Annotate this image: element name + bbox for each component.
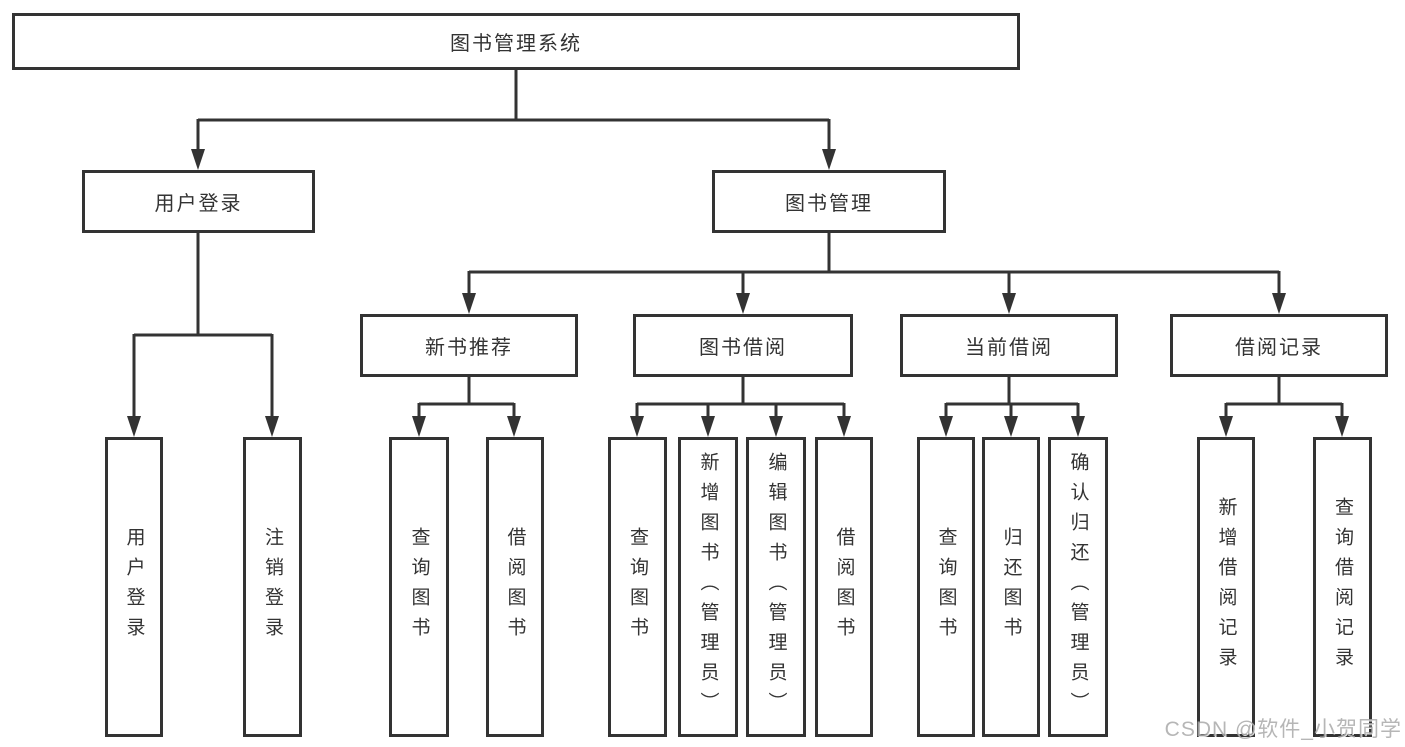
leaf-query-books-recommend: 查询图书 xyxy=(389,437,449,737)
leaf-add-borrow-record: 新增借阅记录 xyxy=(1197,437,1255,737)
node-new-book-recommend: 新书推荐 xyxy=(360,314,578,377)
leaf-label: 归还图书 xyxy=(1000,527,1022,647)
leaf-label: 新增借阅记录 xyxy=(1215,497,1237,677)
node-borrow-records: 借阅记录 xyxy=(1170,314,1388,377)
node-library-management-system: 图书管理系统 xyxy=(12,13,1020,70)
leaf-label: 借阅图书 xyxy=(833,527,855,647)
leaf-borrow-books-recommend: 借阅图书 xyxy=(486,437,544,737)
leaf-label: 编辑图书（管理员） xyxy=(765,452,787,722)
leaf-label: 查询借阅记录 xyxy=(1332,497,1353,677)
leaf-return-books: 归还图书 xyxy=(982,437,1040,737)
leaf-label: 查询图书 xyxy=(408,527,430,647)
node-label: 新书推荐 xyxy=(425,337,513,359)
node-label: 当前借阅 xyxy=(965,337,1053,359)
leaf-query-books-borrow: 查询图书 xyxy=(608,437,667,737)
leaf-label: 注销登录 xyxy=(262,527,283,647)
leaf-user-login: 用户登录 xyxy=(105,437,163,737)
leaf-label: 查询图书 xyxy=(627,527,648,647)
leaf-logout: 注销登录 xyxy=(243,437,302,737)
node-current-borrow: 当前借阅 xyxy=(900,314,1118,377)
leaf-label: 确认归还（管理员） xyxy=(1067,452,1089,722)
leaf-label: 借阅图书 xyxy=(504,527,526,647)
node-book-management: 图书管理 xyxy=(712,170,946,233)
leaf-label: 查询图书 xyxy=(935,527,957,647)
csdn-watermark: CSDN @软件_小贺同学 xyxy=(1164,718,1402,741)
leaf-confirm-return-admin: 确认归还（管理员） xyxy=(1048,437,1108,737)
leaf-query-books-current: 查询图书 xyxy=(917,437,975,737)
leaf-add-books-admin: 新增图书（管理员） xyxy=(678,437,738,737)
node-label: 借阅记录 xyxy=(1235,337,1323,359)
leaf-query-borrow-record: 查询借阅记录 xyxy=(1313,437,1372,737)
node-user-login-group: 用户登录 xyxy=(82,170,315,233)
node-label: 图书管理 xyxy=(785,193,873,215)
leaf-borrow-books: 借阅图书 xyxy=(815,437,873,737)
leaf-label: 新增图书（管理员） xyxy=(697,452,719,722)
node-label: 用户登录 xyxy=(154,193,243,215)
node-label: 图书管理系统 xyxy=(450,33,582,55)
node-label: 图书借阅 xyxy=(699,337,787,359)
leaf-edit-books-admin: 编辑图书（管理员） xyxy=(746,437,806,737)
node-book-borrow: 图书借阅 xyxy=(633,314,853,377)
leaf-label: 用户登录 xyxy=(123,527,145,647)
